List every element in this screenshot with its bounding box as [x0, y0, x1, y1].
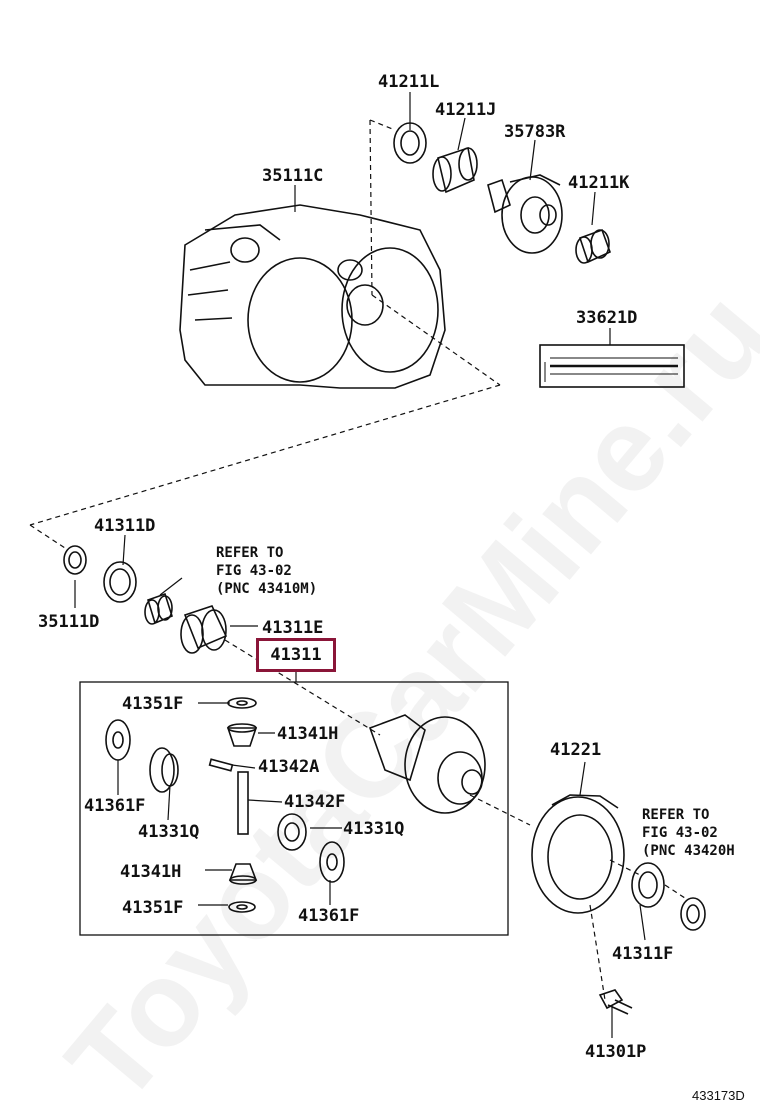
label-41211J[interactable]: 41211J [435, 100, 497, 120]
washer-41351F-bottom [228, 901, 256, 913]
seal-35111D [63, 545, 87, 575]
shim-41311D [103, 561, 137, 603]
bearing-41211K [575, 228, 612, 264]
differential-case [368, 714, 486, 814]
label-41341H-top[interactable]: 41341H [277, 724, 339, 744]
label-41311D[interactable]: 41311D [94, 516, 156, 536]
refer-note-left-line1: REFER TO [216, 545, 284, 561]
bolt-41301P [598, 989, 633, 1015]
gear-35783R [487, 174, 563, 254]
pinion-41341H-top [226, 723, 258, 747]
label-35111C[interactable]: 35111C [262, 166, 324, 186]
washer-41351F-top [227, 697, 257, 709]
pinion-41341H-bottom [228, 863, 258, 885]
refer-note-right[interactable]: REFER TO FIG 43-02 (PNC 43420H [642, 806, 735, 860]
figure-code: 433173D [692, 1088, 745, 1103]
shaft-41342F [237, 771, 249, 835]
label-41342F[interactable]: 41342F [284, 792, 346, 812]
label-41301P[interactable]: 41301P [585, 1042, 647, 1062]
transaxle-case-35111C [179, 204, 446, 389]
label-41211L[interactable]: 41211L [378, 72, 440, 92]
refer-note-left-line3: (PNC 43410M) [216, 581, 318, 597]
label-41351F-top[interactable]: 41351F [122, 694, 184, 714]
label-41361F-left[interactable]: 41361F [84, 796, 146, 816]
plate-33621D [539, 344, 685, 388]
refer-note-right-line1: REFER TO [642, 807, 710, 823]
highlighted-part-41311[interactable]: 41311 [256, 638, 336, 672]
seal-right [680, 897, 706, 931]
label-41331Q-right[interactable]: 41331Q [343, 819, 405, 839]
washer-41361F-right [319, 841, 345, 883]
label-35783R[interactable]: 35783R [504, 122, 566, 142]
detail-box [79, 681, 509, 936]
label-41311F[interactable]: 41311F [612, 944, 674, 964]
label-41221[interactable]: 41221 [550, 740, 602, 760]
label-41211K[interactable]: 41211K [568, 173, 630, 193]
refer-note-right-line2: FIG 43-02 [642, 825, 718, 841]
refer-note-right-line3: (PNC 43420H [642, 843, 735, 859]
refer-note-left[interactable]: REFER TO FIG 43-02 (PNC 43410M) [216, 544, 317, 598]
label-33621D[interactable]: 33621D [576, 308, 638, 328]
pin-41342A [208, 758, 234, 772]
label-41361F-right[interactable]: 41361F [298, 906, 360, 926]
refer-note-left-line2: FIG 43-02 [216, 563, 292, 579]
ring-41211L [393, 122, 427, 164]
gear-41331Q-left [149, 747, 179, 793]
bearing-41311F [631, 862, 665, 908]
label-41331Q-left[interactable]: 41331Q [138, 822, 200, 842]
bearing-41311E [180, 605, 228, 654]
label-41342A[interactable]: 41342A [258, 757, 320, 777]
label-41311E[interactable]: 41311E [262, 618, 324, 638]
label-41351F-bottom[interactable]: 41351F [122, 898, 184, 918]
gear-41331Q-right [277, 813, 307, 851]
bearing-41211J [432, 146, 478, 194]
washer-41361F-left [105, 719, 131, 761]
label-41341H-bottom[interactable]: 41341H [120, 862, 182, 882]
small-bearing [144, 592, 173, 625]
ring-gear-41221 [531, 794, 625, 914]
label-35111D[interactable]: 35111D [38, 612, 100, 632]
leader-lines [74, 92, 646, 1038]
